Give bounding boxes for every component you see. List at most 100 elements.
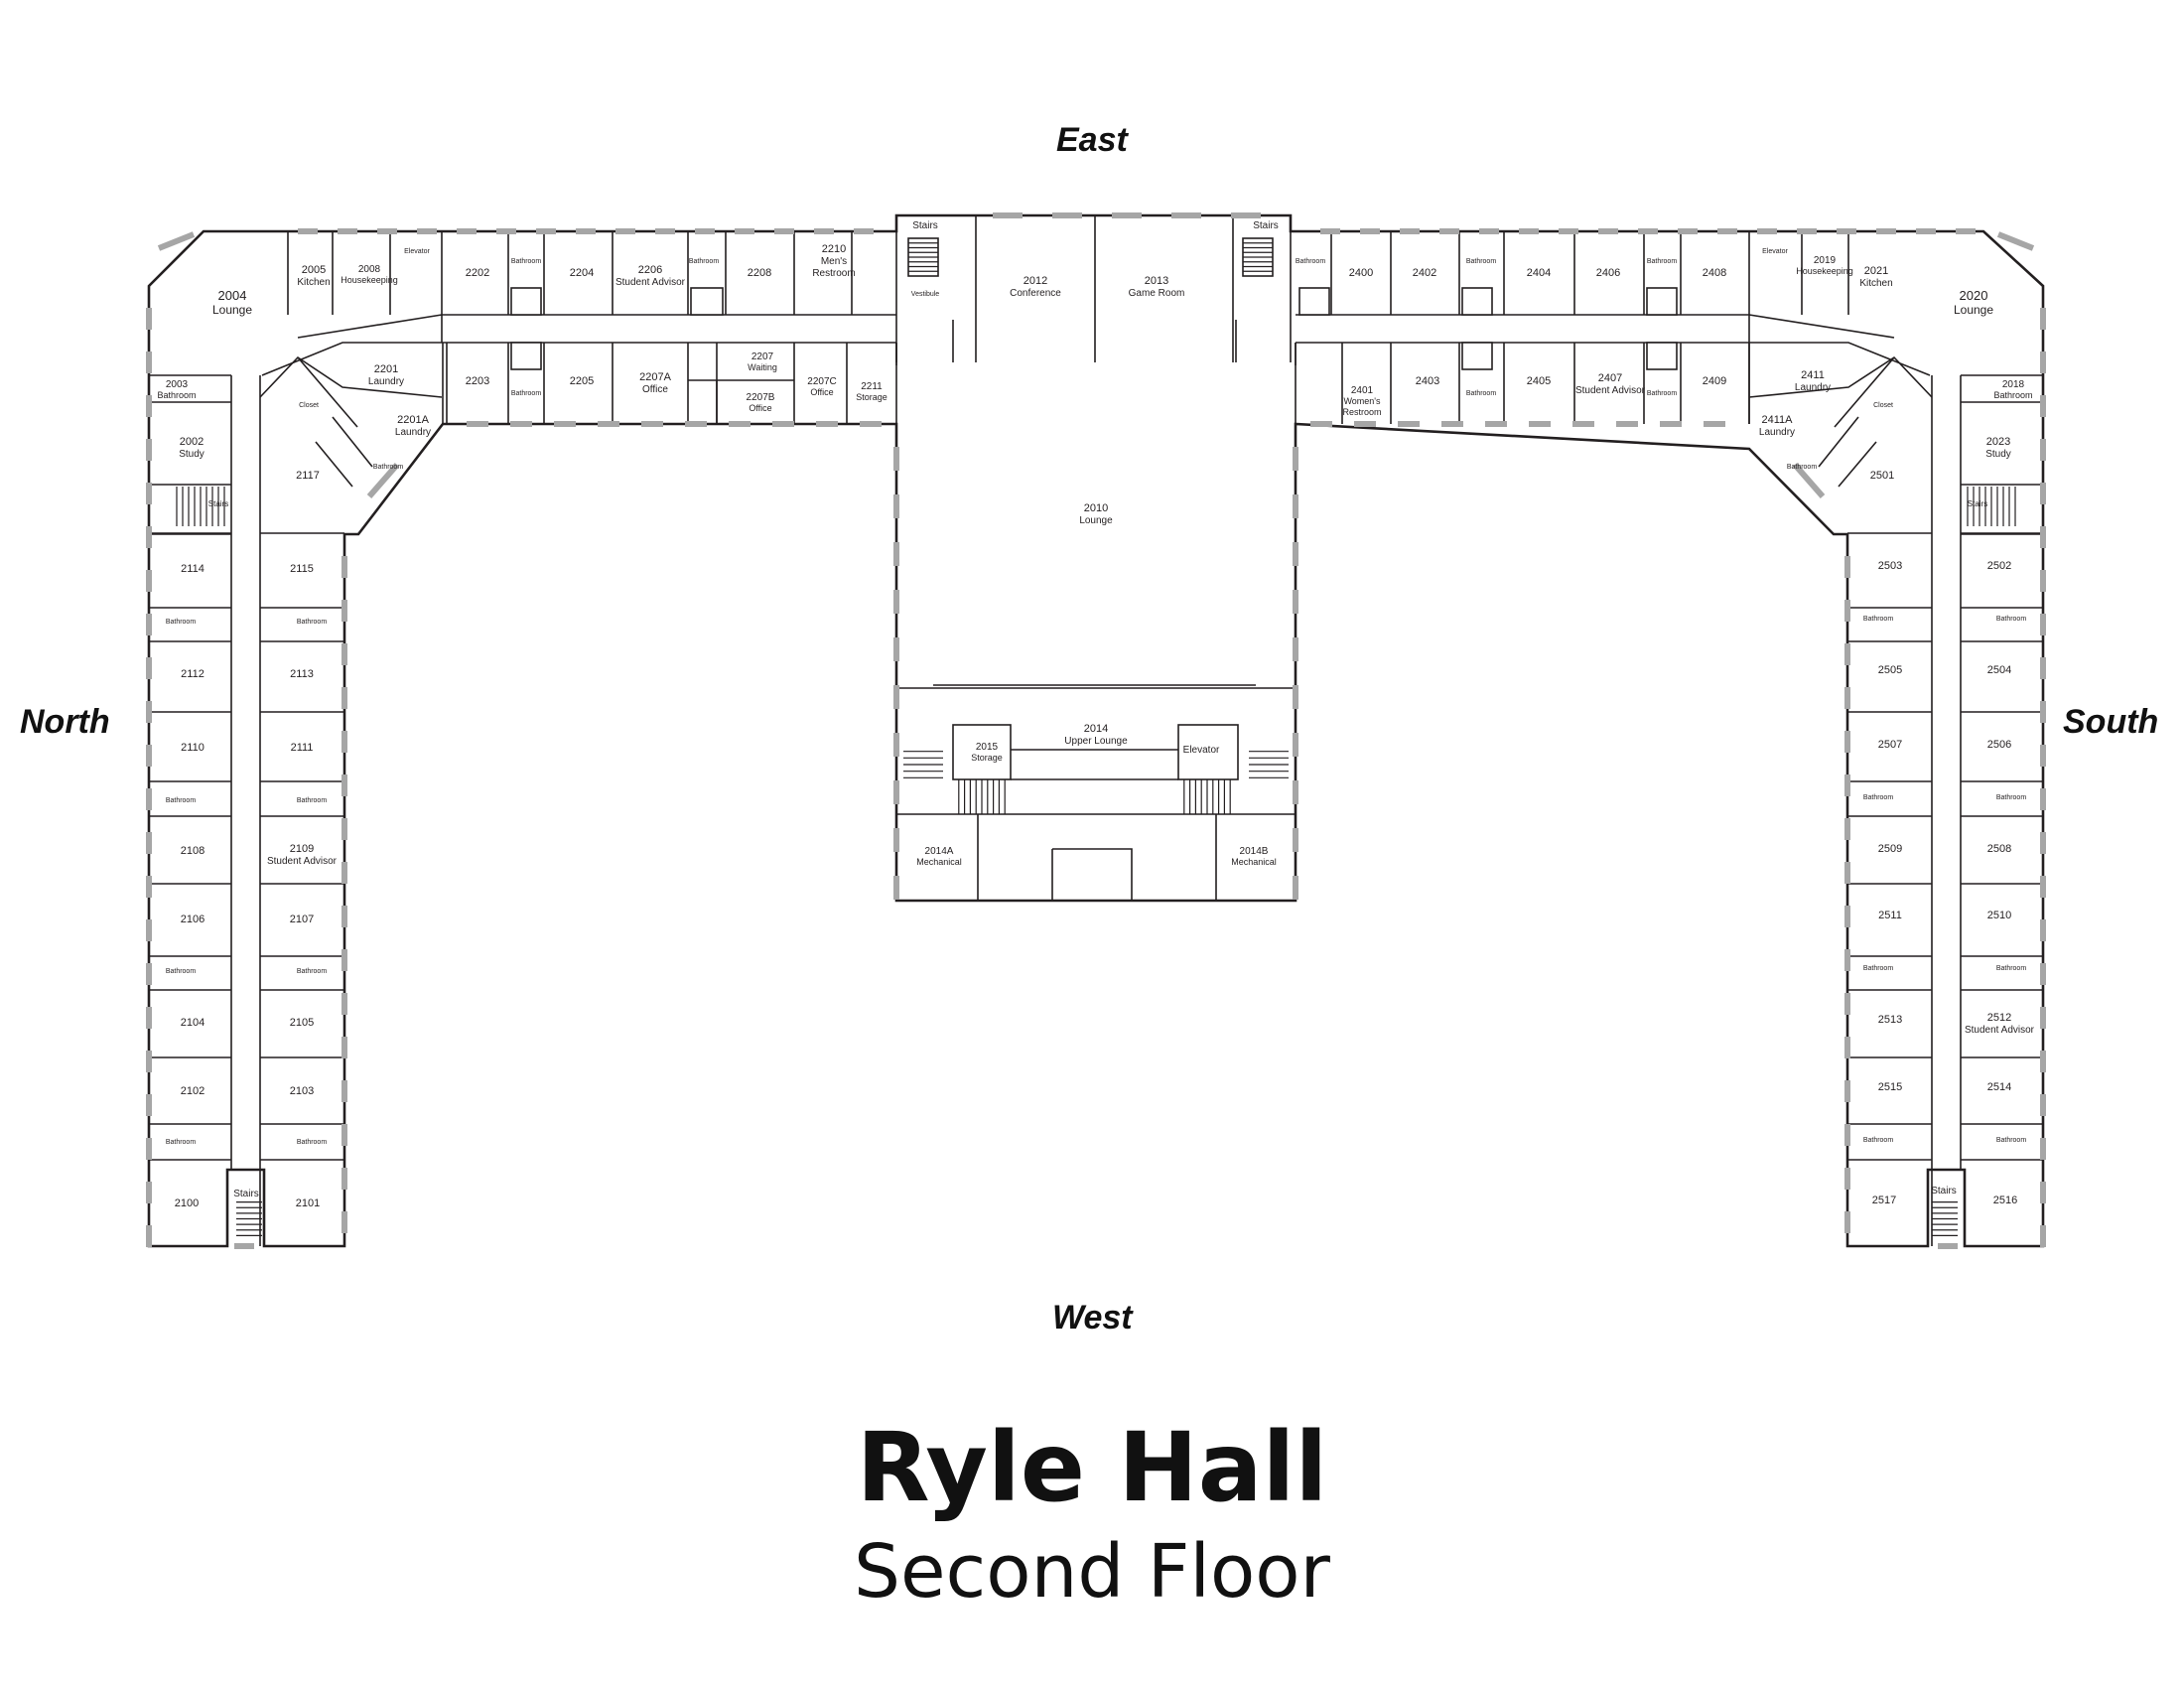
room-label-r2203: 2203 xyxy=(466,375,489,387)
room-label-r2202: 2202 xyxy=(466,267,489,279)
room-label-r2117: 2117 xyxy=(296,470,320,482)
room-label-r2207C: 2207C xyxy=(807,376,836,387)
room-label-bathC: Bathroom xyxy=(1296,258,1326,265)
room-label-bathB: Bathroom xyxy=(689,258,720,265)
room-label-bath3: Bathroom xyxy=(166,797,197,804)
corner-rooms xyxy=(259,355,1933,488)
room-label-r2411: 2411 xyxy=(1801,369,1825,381)
room-label-r2508: 2508 xyxy=(1987,843,2011,855)
window xyxy=(157,231,196,251)
room-label-r2103: 2103 xyxy=(290,1085,314,1097)
room-label-r2014B: 2014B xyxy=(1240,846,1269,857)
room-label-r2113: 2113 xyxy=(290,668,314,680)
room-label-r2201-line1: Laundry xyxy=(368,376,404,387)
room-label-r2108: 2108 xyxy=(181,845,205,857)
building-title: Ryle Hall xyxy=(856,1412,1328,1523)
room-label-r2206: 2206 xyxy=(638,264,662,276)
room-label-bathA: Bathroom xyxy=(511,258,542,265)
room-label-bathG: Bathroom xyxy=(1466,390,1497,397)
room-label-r2400: 2400 xyxy=(1349,267,1373,279)
room-label-bath15: Bathroom xyxy=(1863,1137,1894,1144)
room-label-r2516: 2516 xyxy=(1993,1195,2017,1206)
room-label-r2002: 2002 xyxy=(180,436,204,448)
stair-treads xyxy=(176,242,2016,1236)
room-label-r2207B: 2207B xyxy=(747,392,775,403)
room-label-r2401-line2: Restroom xyxy=(1342,407,1381,417)
room-label-r2411A: 2411A xyxy=(1762,414,1794,426)
room-label-r2010: 2010 xyxy=(1084,502,1108,514)
room-label-r2015: 2015 xyxy=(976,742,999,753)
room-label-r2210: 2210 xyxy=(822,243,846,255)
room-label-r2023-line1: Study xyxy=(1985,449,2011,460)
room-label-bath4: Bathroom xyxy=(297,797,328,804)
room-label-bath7: Bathroom xyxy=(166,1139,197,1146)
room-label-r2106: 2106 xyxy=(181,914,205,925)
room-label-r2005-line1: Kitchen xyxy=(297,277,330,288)
room-label-r2019: 2019 xyxy=(1814,255,1837,266)
room-label-closetR: Closet xyxy=(1873,402,1893,409)
room-label-r2506: 2506 xyxy=(1987,739,2011,751)
east-second-row-walls xyxy=(446,343,1750,424)
window xyxy=(1996,231,2035,251)
east-stairs xyxy=(907,237,1274,277)
room-label-r2207: 2207 xyxy=(751,352,774,362)
room-label-bath14: Bathroom xyxy=(1996,965,2027,972)
window xyxy=(366,463,400,498)
room-label-elevR: Elevator xyxy=(1762,248,1788,255)
room-label-r2008-line1: Housekeeping xyxy=(341,275,398,285)
room-label-r2014A-line1: Mechanical xyxy=(916,857,962,867)
room-label-r2504: 2504 xyxy=(1987,664,2011,676)
room-label-r2015-line1: Storage xyxy=(971,753,1003,763)
room-label-bath13: Bathroom xyxy=(1863,965,1894,972)
room-label-r2100: 2100 xyxy=(175,1197,199,1209)
room-label-r2014B-line1: Mechanical xyxy=(1231,857,1277,867)
room-label-r2512: 2512 xyxy=(1987,1012,2011,1024)
compass-west-label: West xyxy=(1052,1299,1133,1336)
room-label-r2208: 2208 xyxy=(748,267,771,279)
south-wing-walls xyxy=(1847,374,2043,1171)
room-label-r2407: 2407 xyxy=(1598,372,1622,384)
room-label-r2501: 2501 xyxy=(1870,470,1894,482)
room-label-r2109: 2109 xyxy=(290,843,314,855)
room-label-r2517: 2517 xyxy=(1872,1195,1896,1206)
room-label-r2411-line1: Laundry xyxy=(1795,382,1831,393)
room-label-r2115: 2115 xyxy=(290,563,314,575)
room-label-bath9: Bathroom xyxy=(1863,616,1894,623)
east-top-room-walls xyxy=(287,215,1849,362)
room-label-r2507: 2507 xyxy=(1878,739,1902,751)
room-label-r2004: 2004 xyxy=(218,288,247,303)
room-label-r2004-line1: Lounge xyxy=(212,303,252,317)
room-label-r2512-line1: Student Advisor xyxy=(1965,1025,2035,1036)
room-label-r2008: 2008 xyxy=(358,264,381,275)
room-label-r2406: 2406 xyxy=(1596,267,1620,279)
room-label-r2021-line1: Kitchen xyxy=(1859,278,1892,289)
room-label-r2503: 2503 xyxy=(1878,560,1902,572)
room-label-r2018: 2018 xyxy=(2002,379,2025,390)
room-label-r2114: 2114 xyxy=(181,563,205,575)
room-label-r2014A: 2014A xyxy=(925,846,954,857)
room-label-bathE: Bathroom xyxy=(1647,258,1678,265)
room-label-r2023: 2023 xyxy=(1986,436,2010,448)
room-label-r2201A-line1: Laundry xyxy=(395,427,431,438)
room-label-r2403: 2403 xyxy=(1416,375,1439,387)
room-label-r2101: 2101 xyxy=(296,1197,320,1209)
room-label-r2211-line1: Storage xyxy=(856,392,887,402)
room-label-r2411A-line1: Laundry xyxy=(1759,427,1795,438)
room-label-r2404: 2404 xyxy=(1527,267,1551,279)
room-label-r2211: 2211 xyxy=(861,381,883,392)
south-corridor-wall xyxy=(1295,342,1962,1246)
room-label-r2511: 2511 xyxy=(1878,910,1902,921)
room-label-bathJ: Bathroom xyxy=(1787,464,1818,471)
room-label-r2407-line1: Student Advisor xyxy=(1575,385,1646,396)
room-label-r2201: 2201 xyxy=(374,363,398,375)
room-label-bathD: Bathroom xyxy=(1466,258,1497,265)
room-label-stairsNW: Stairs xyxy=(208,499,228,508)
room-label-r2013: 2013 xyxy=(1145,275,1168,287)
room-label-bath5: Bathroom xyxy=(166,968,197,975)
room-label-r2109-line1: Student Advisor xyxy=(267,856,338,867)
room-label-r2002-line1: Study xyxy=(179,449,205,460)
room-label-r2401-line1: Women's xyxy=(1343,396,1381,406)
compass-south-label: South xyxy=(2063,703,2159,741)
room-label-stairsS: Stairs xyxy=(1931,1186,1957,1196)
